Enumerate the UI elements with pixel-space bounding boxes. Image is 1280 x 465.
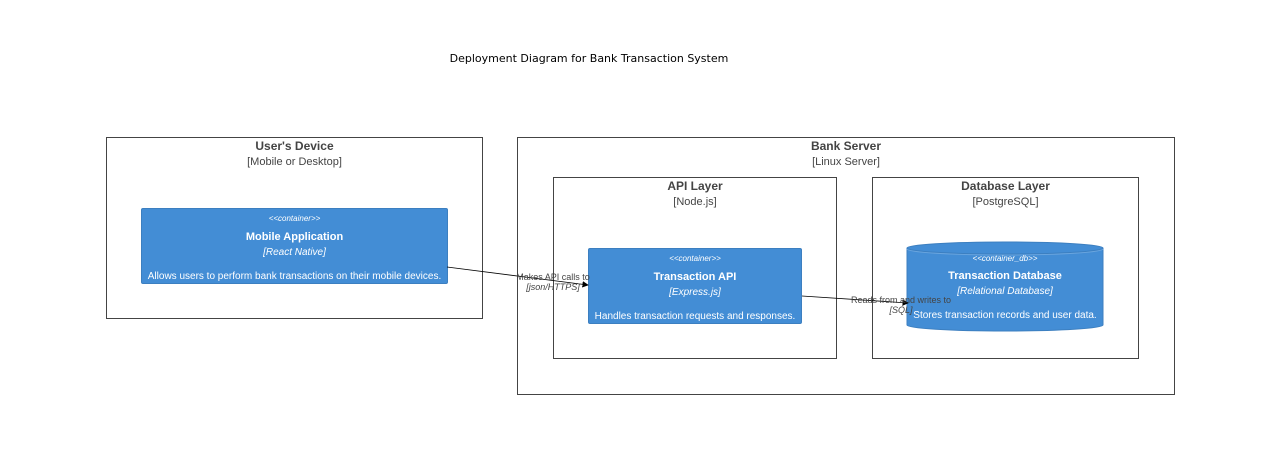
- container-transaction-database: <<container_db>> Transaction Database [R…: [907, 248, 1103, 330]
- container-description: Handles transaction requests and respons…: [594, 311, 796, 322]
- relation-arrow-mobile-to-api: [446, 266, 589, 288]
- node-technology: [Node.js]: [673, 196, 717, 208]
- node-title: API Layer: [667, 179, 723, 193]
- node-title: Bank Server: [810, 139, 882, 153]
- relation-label-technology: [json/HTTPS]: [526, 282, 580, 292]
- container-name: Transaction API: [653, 271, 737, 283]
- node-technology: [PostgreSQL]: [972, 196, 1039, 208]
- container-description: Allows users to perform bank transaction…: [147, 271, 442, 282]
- relation-label-api-to-db: Reads from and writes to [SQL]: [845, 295, 957, 315]
- container-mobile-application[interactable]: <<container>> Mobile Application [React …: [141, 208, 448, 284]
- container-stereotype: <<container_db>>: [972, 254, 1038, 263]
- node-technology: [Mobile or Desktop]: [247, 156, 342, 168]
- container-name: Transaction Database: [948, 270, 1062, 282]
- diagram-title: Deployment Diagram for Bank Transaction …: [449, 52, 729, 65]
- container-technology: [Relational Database]: [957, 286, 1053, 297]
- container-technology: [Express.js]: [669, 287, 721, 298]
- node-title: Database Layer: [961, 179, 1050, 193]
- container-transaction-api[interactable]: <<container>> Transaction API [Express.j…: [588, 248, 802, 324]
- container-technology: [React Native]: [263, 247, 326, 258]
- relation-label-mobile-to-api: Makes API calls to [json/HTTPS]: [508, 272, 598, 292]
- relation-label-technology: [SQL]: [889, 305, 913, 315]
- container-name: Mobile Application: [245, 231, 344, 243]
- container-stereotype: <<container>>: [669, 254, 721, 263]
- database-cylinder-shape[interactable]: [906, 241, 1104, 332]
- relation-label-text: Makes API calls to: [516, 272, 590, 282]
- relation-arrow-api-to-db: [801, 295, 909, 306]
- container-description: Stores transaction records and user data…: [913, 310, 1097, 321]
- node-technology: [Linux Server]: [812, 156, 880, 168]
- relation-label-text: Reads from and writes to: [850, 295, 952, 305]
- node-title: User's Device: [255, 139, 334, 153]
- container-stereotype: <<container>>: [268, 214, 321, 223]
